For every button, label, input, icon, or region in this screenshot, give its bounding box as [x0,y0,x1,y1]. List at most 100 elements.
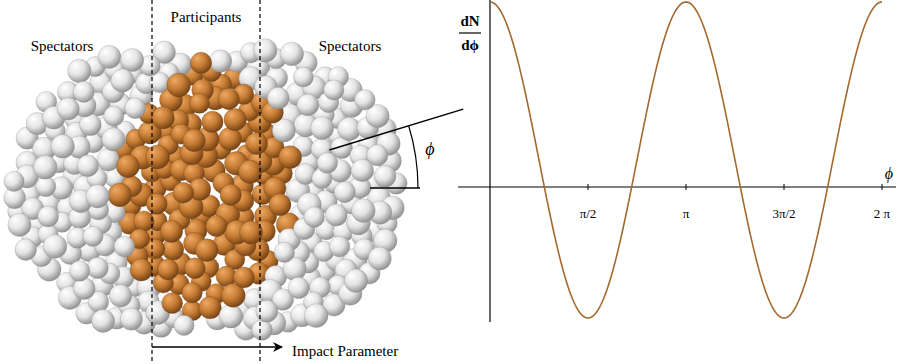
flow-plot [458,0,896,322]
spectator-nucleon [73,81,94,102]
region-label: Spectators [319,38,381,55]
impact-parameter-arrow [152,346,282,348]
spectator-nucleon [256,300,278,322]
x-axis-label: ϕ [885,165,893,183]
spectator-nucleon [4,171,24,191]
spectator-nucleon [121,48,144,71]
spectator-nucleon [280,42,304,66]
spectator-nucleon [267,87,289,109]
spectator-nucleon [77,155,98,176]
spectator-nucleon [111,69,134,92]
participant-nucleon [195,239,218,262]
participant-nucleon [233,267,254,288]
y-axis-label: dN [460,13,479,30]
fraction-bar [459,32,481,33]
spectator-nucleon [92,309,115,332]
participant-nucleon [206,216,227,237]
spectator-nucleon [36,176,56,196]
angle-symbol: ϕ [425,140,434,160]
spectator-nucleon [344,269,367,292]
spectator-nucleon [374,165,396,187]
participant-nucleon [190,52,211,73]
spectator-nucleon [8,213,31,236]
participant-nucleon [183,129,206,152]
spectator-nucleon [43,235,67,259]
participant-nucleon [160,220,182,242]
spectator-nucleon [352,199,376,223]
tick-label: π [683,207,690,221]
participant-nucleon [199,296,221,318]
spectator-nucleon [57,98,79,120]
spectator-nucleon [253,39,277,63]
participant-nucleon [218,88,239,109]
spectator-nucleon [355,90,376,111]
participant-nucleon [189,93,209,113]
spectator-nucleon [304,304,328,328]
participant-nucleon [246,133,268,155]
angle-ray [329,109,463,150]
spectator-nucleon [288,277,309,298]
spectator-nucleon [33,155,57,179]
participant-nucleon [219,127,242,150]
participant-nucleon [224,108,246,130]
spectator-nucleon [209,50,232,73]
angle-marker [329,109,463,188]
spectator-nucleon [38,206,59,227]
participant-nucleon [239,221,262,244]
distribution-curve [490,2,882,318]
spectator-nucleon [120,308,142,330]
nucleon-spheres [4,39,407,341]
spectator-nucleon [324,80,344,100]
spectator-nucleon [368,247,391,270]
spectator-nucleon [325,204,347,226]
spectator-nucleon [252,319,273,340]
tick-label: π/2 [580,207,597,221]
participant-nucleon [134,211,154,231]
spectator-nucleon [51,135,75,159]
participant-nucleon [146,145,170,169]
spectator-nucleon [87,257,108,278]
region-label: Spectators [31,38,93,55]
figure-lines [152,0,463,362]
spectator-nucleon [311,117,334,140]
participant-nucleon [220,184,241,205]
spectator-nucleon [15,239,37,261]
participant-nucleon [167,73,191,97]
spectator-nucleon [83,226,103,246]
spectator-nucleon [69,261,90,282]
region-label: Participants [171,9,242,26]
participant-boundary [259,0,260,362]
tick-label: 2 π [874,207,890,221]
participant-nucleon [202,111,223,132]
x-axis [458,186,896,187]
participant-boundary [151,0,152,362]
participant-nucleon [182,283,202,303]
spectator-nucleon [125,98,146,119]
tick-label: 3π/2 [772,207,795,221]
participant-nucleon [173,182,194,203]
spectator-nucleon [98,45,121,68]
spectator-nucleon [104,106,124,126]
tick-mark [686,184,687,190]
spectator-nucleon [97,149,120,172]
participant-nucleon [184,258,205,279]
participant-nucleon [269,194,291,216]
spectator-nucleon [317,153,338,174]
y-axis [489,0,490,322]
spectator-nucleon [79,114,101,136]
participant-nucleon [108,183,132,207]
spectator-nucleon [109,285,132,308]
spectator-nucleon [351,159,374,182]
spectator-nucleon [114,236,135,257]
impact-parameter-label: Impact Parameter [292,343,398,360]
participant-nucleon [162,293,183,314]
participant-nucleon [238,160,261,183]
spectator-nucleon [219,304,243,328]
y-axis-label: dϕ [461,37,479,54]
spectator-nucleon [86,185,109,208]
spectator-nucleon [174,315,194,335]
spectator-nucleon [304,207,325,228]
angle-arc [409,126,418,188]
